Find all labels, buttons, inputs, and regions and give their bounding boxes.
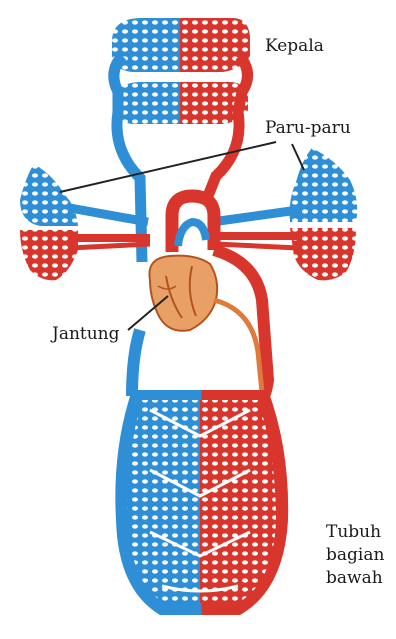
leader-line-lungs bbox=[60, 142, 276, 192]
label-lower-body-line3: bawah bbox=[326, 567, 384, 590]
leader-line-lungs-right bbox=[292, 144, 304, 170]
head-artery-right bbox=[208, 56, 248, 196]
heart-organ-icon bbox=[149, 256, 217, 331]
head-capillary-bed-top bbox=[112, 18, 250, 72]
hepatic-portal-vessel bbox=[214, 300, 262, 392]
lower-body-capillary-region bbox=[115, 390, 288, 615]
label-lungs: Paru-paru bbox=[265, 117, 351, 140]
left-lung-blue-lobe bbox=[20, 164, 78, 226]
label-lower-body: Tubuh bagian bawah bbox=[326, 521, 384, 590]
left-lung-red-lobe bbox=[20, 230, 78, 280]
pulmonary-vessel bbox=[178, 222, 206, 246]
label-lower-body-line1: Tubuh bbox=[326, 521, 384, 544]
label-lower-body-line2: bagian bbox=[326, 544, 384, 567]
vena-cava bbox=[132, 330, 140, 396]
label-head: Kepala bbox=[265, 35, 324, 58]
right-lung-red-lobe bbox=[290, 228, 356, 280]
head-capillary-bed-bottom bbox=[114, 82, 248, 124]
label-heart: Jantung bbox=[52, 323, 120, 346]
left-lung bbox=[20, 164, 150, 280]
